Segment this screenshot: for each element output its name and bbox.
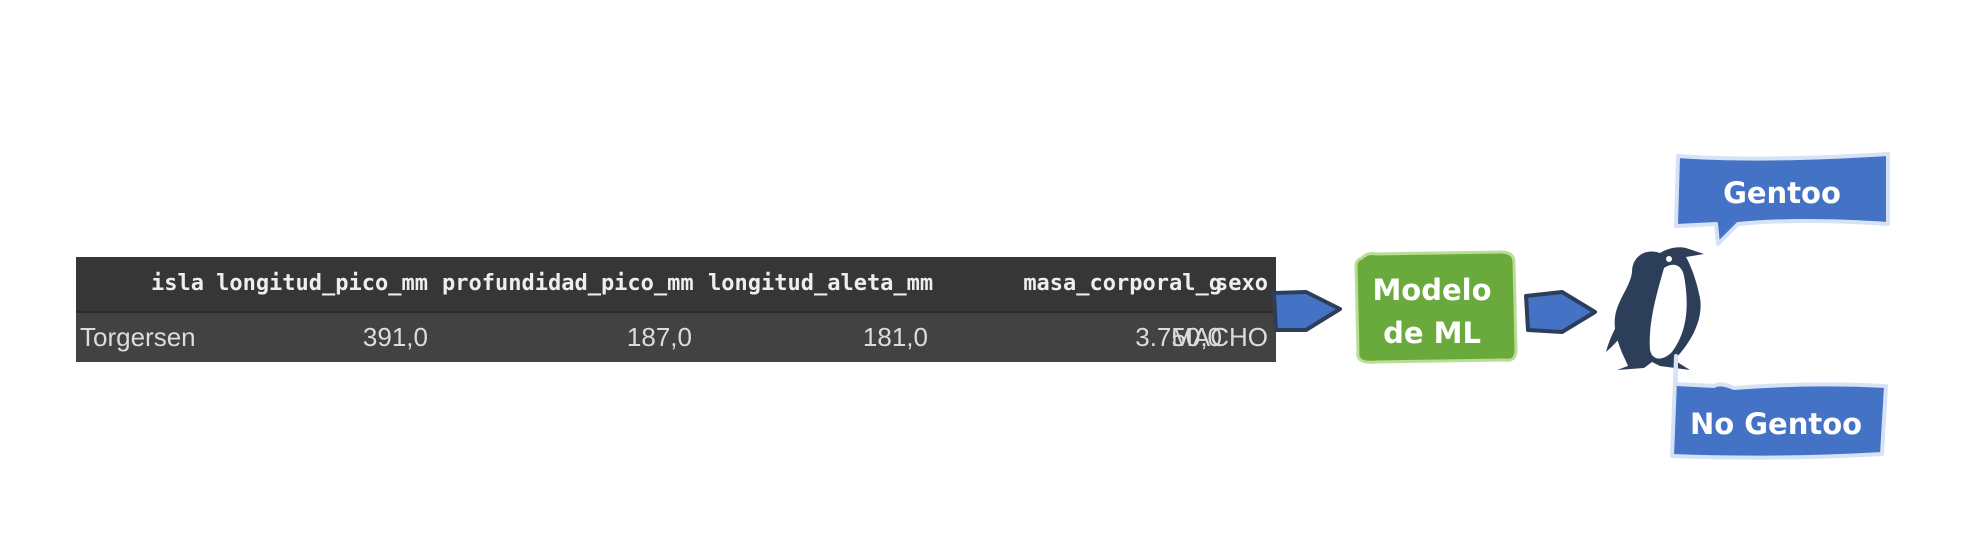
table-header-row: isla longitud_pico_mm profundidad_pico_m… <box>76 257 1276 313</box>
cell-profundidad-pico: 187,0 <box>626 322 692 352</box>
penguin-icon <box>1606 247 1704 370</box>
output-gentoo: Gentoo <box>1674 152 1890 246</box>
model-node: Modelo de ML <box>1354 250 1518 364</box>
column-header-profundidad-pico: profundidad_pico_mm <box>442 271 694 296</box>
output-gentoo-label: Gentoo <box>1723 176 1841 210</box>
column-header-masa-corporal: masa_corporal_g <box>1023 271 1222 296</box>
cell-sexo: MACHO <box>1171 322 1268 352</box>
output-no-gentoo-label: No Gentoo <box>1690 407 1862 441</box>
table-row: Torgersen 391,0 187,0 181,0 3.750,0 MACH… <box>76 313 1276 362</box>
output-gentoo-box <box>1674 152 1890 246</box>
cell-isla: Torgersen <box>80 322 196 352</box>
cell-masa-corporal: 3.750,0 <box>1135 322 1222 352</box>
arrow-right-icon <box>1272 290 1342 332</box>
arrow-right-icon <box>1524 290 1597 334</box>
column-header-longitud-aleta: longitud_aleta_mm <box>708 271 934 296</box>
output-no-gentoo: No Gentoo <box>1670 354 1888 460</box>
column-header-sexo: sexo <box>1215 271 1268 296</box>
data-table: isla longitud_pico_mm profundidad_pico_m… <box>76 257 1276 362</box>
cell-longitud-pico: 391,0 <box>362 322 428 352</box>
model-box <box>1354 250 1518 364</box>
output-no-gentoo-box <box>1670 354 1888 460</box>
model-label-line1: Modelo <box>1372 273 1491 307</box>
cell-longitud-aleta: 181,0 <box>862 322 928 352</box>
model-label-line2: de ML <box>1383 316 1481 350</box>
column-header-isla: isla <box>151 271 204 296</box>
column-header-longitud-pico: longitud_pico_mm <box>216 271 428 296</box>
